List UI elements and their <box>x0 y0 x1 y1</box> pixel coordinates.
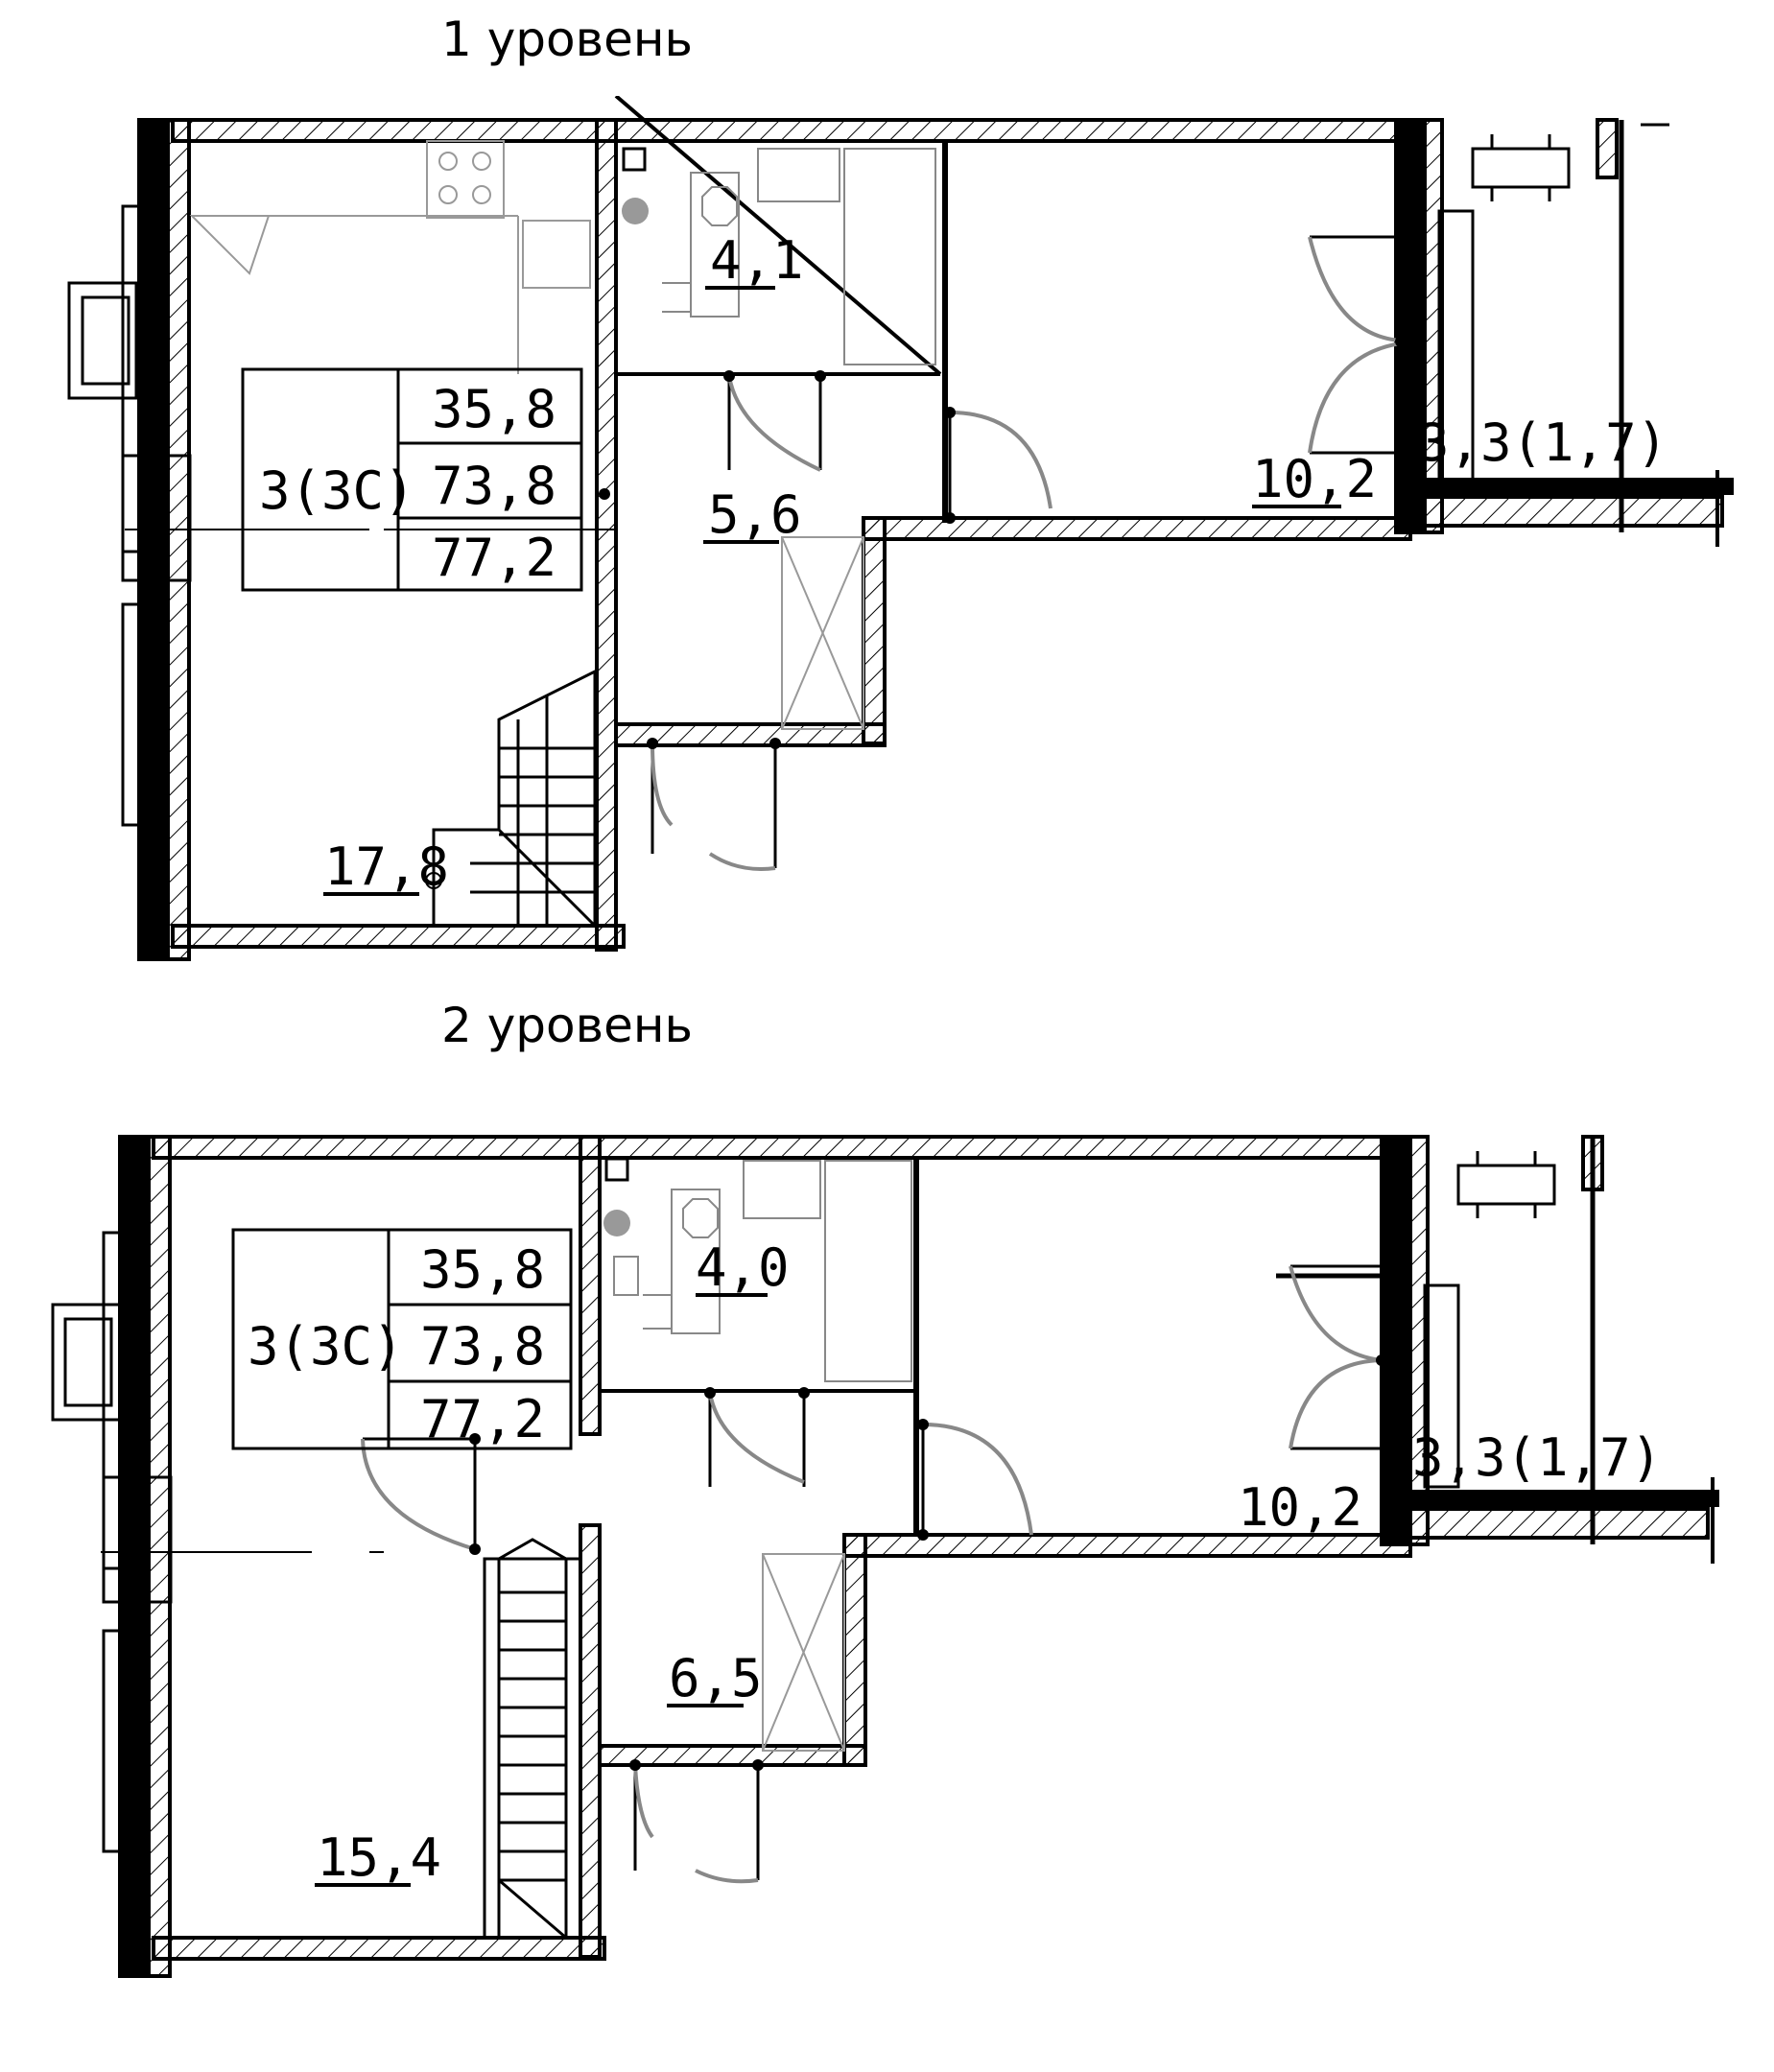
level-1-floorplan: 3(3С) 35,8 73,8 77,2 4,1 5,6 10,2 3,3(1,… <box>67 96 1734 961</box>
staircase <box>425 669 597 928</box>
level-1-title: 1 уровень <box>441 12 694 67</box>
level-2-title: 2 уровень <box>441 998 694 1053</box>
room-area-underlines <box>323 286 1341 896</box>
walls <box>118 1135 1719 1978</box>
room-area-underlines <box>315 1293 1329 1887</box>
summary-table <box>241 367 583 592</box>
room-area-bathroom: 4,1 <box>710 230 804 291</box>
balcony-furniture <box>1471 134 1571 201</box>
summary-area-total: 73,8 <box>420 1316 545 1377</box>
summary-area-with-balcony: 77,2 <box>432 528 556 588</box>
staircase <box>483 1538 582 1940</box>
windows <box>67 204 1475 827</box>
room-area-balcony: 3,3(1,7) <box>1418 412 1668 473</box>
summary-area-with-balcony: 77,2 <box>420 1389 545 1449</box>
summary-type: 3(3С) <box>259 460 415 521</box>
level-2-floorplan: 3(3С) 35,8 73,8 77,2 4,0 6,5 10,2 3,3(1,… <box>51 1135 1719 1978</box>
summary-area-living: 35,8 <box>420 1239 545 1300</box>
summary-area-total: 73,8 <box>432 456 556 516</box>
bathroom-fixtures <box>622 147 936 365</box>
room-area-hall: 6,5 <box>669 1648 763 1708</box>
summary-area-living: 35,8 <box>432 379 556 439</box>
room-area-bedroom: 10,2 <box>1238 1477 1362 1538</box>
closet <box>762 1553 845 1752</box>
balcony-furniture <box>1456 1151 1556 1218</box>
room-area-bathroom: 4,0 <box>696 1237 790 1298</box>
room-area-hall: 5,6 <box>708 484 802 545</box>
windows <box>51 1231 1460 1853</box>
doors <box>361 1264 1387 1884</box>
summary-type: 3(3С) <box>248 1316 404 1377</box>
kitchen-fixtures <box>189 140 591 374</box>
closet <box>781 536 864 730</box>
room-area-living: 15,4 <box>317 1827 441 1888</box>
walls <box>137 96 1734 961</box>
room-area-balcony: 3,3(1,7) <box>1412 1427 1662 1488</box>
summary-table <box>231 1228 573 1450</box>
room-area-living: 17,8 <box>324 836 449 897</box>
doors <box>599 235 1410 871</box>
bathroom-fixtures <box>603 1157 912 1382</box>
room-area-bedroom: 10,2 <box>1252 449 1377 509</box>
